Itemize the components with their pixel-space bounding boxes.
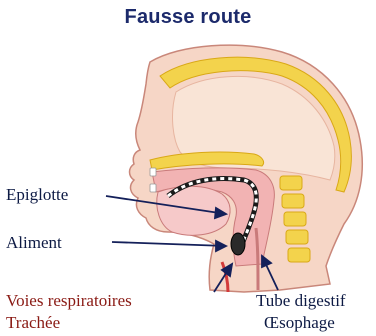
label-voies-respiratoires: Voies respiratoires <box>6 292 132 309</box>
label-epiglotte: Epiglotte <box>6 186 68 203</box>
label-aliment: Aliment <box>6 234 62 251</box>
food-bolus <box>231 233 245 255</box>
label-trachee: Trachée <box>6 314 60 331</box>
label-oesophage: Œsophage <box>264 314 335 331</box>
arrow-aliment <box>112 242 226 246</box>
label-tube-digestif: Tube digestif <box>256 292 346 309</box>
